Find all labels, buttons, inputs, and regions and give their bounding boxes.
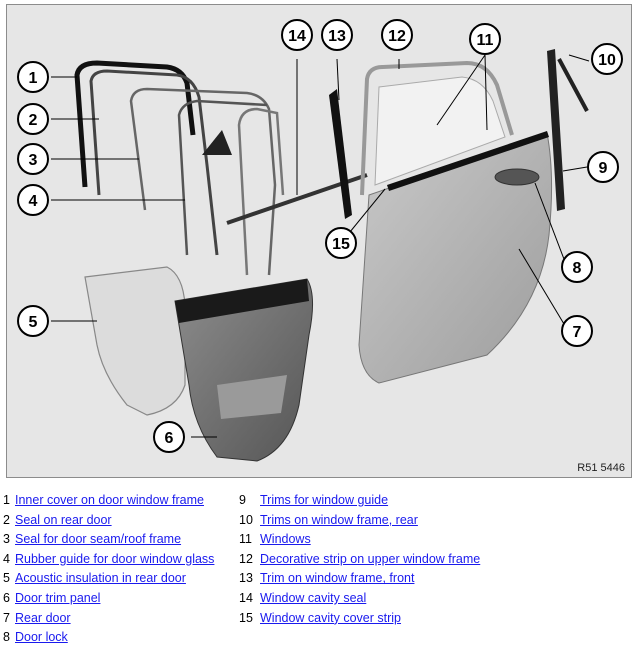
legend-number: 2 — [3, 512, 10, 527]
legend-item: 1 Inner cover on door window frame — [3, 491, 204, 511]
legend-number: 13 — [239, 571, 253, 586]
legend-item: 13 Trim on window frame, front — [239, 569, 414, 589]
legend-item: 12 Decorative strip on upper window frame — [239, 550, 480, 570]
callout-14: 14 — [281, 19, 313, 51]
legend-number: 14 — [239, 591, 253, 605]
legend-link[interactable]: Door trim panel — [15, 591, 101, 605]
legend-number: 9 — [239, 493, 246, 507]
legend-link[interactable]: Seal on rear door — [15, 512, 112, 527]
callout-number: 12 — [388, 28, 406, 45]
legend-number: 11 — [239, 532, 252, 547]
legend-number: 12 — [239, 551, 253, 566]
legend-item: 5 Acoustic insulation in rear door — [3, 569, 186, 589]
window-cavity-cover-strip-part — [387, 131, 549, 191]
rear-frame-trims-part — [557, 58, 589, 112]
legend-item: 15 Window cavity cover strip — [239, 609, 401, 629]
callout-number: 2 — [29, 112, 38, 129]
callout-10: 10 — [591, 43, 623, 75]
callout-number: 4 — [29, 193, 38, 210]
callout-number: 15 — [332, 236, 350, 253]
legend-item: 11 Windows — [239, 530, 311, 550]
callout-8: 8 — [561, 251, 593, 283]
callout-number: 14 — [288, 28, 306, 45]
legend-number: 4 — [3, 551, 10, 566]
window-guide-trims-part — [547, 49, 565, 211]
legend-link[interactable]: Trim on window frame, front — [260, 571, 415, 586]
legend-number: 7 — [3, 610, 10, 625]
legend-link[interactable]: Windows — [260, 532, 311, 547]
legend-link[interactable]: Inner cover on door window frame — [15, 493, 204, 507]
legend-item: 4 Rubber guide for door window glass — [3, 550, 214, 570]
callout-number: 6 — [165, 430, 174, 447]
callout-12: 12 — [381, 19, 413, 51]
legend-number: 1 — [3, 493, 10, 507]
legend-number: 3 — [3, 532, 10, 547]
rear-door-seal-part — [89, 69, 219, 256]
legend-link[interactable]: Rear door — [15, 610, 71, 625]
callout-13: 13 — [321, 19, 353, 51]
callout-number: 8 — [573, 260, 582, 277]
legend-link[interactable]: Acoustic insulation in rear door — [15, 571, 186, 586]
callout-15: 15 — [325, 227, 357, 259]
legend-item: 14 Window cavity seal — [239, 589, 366, 609]
legend-number: 5 — [3, 571, 10, 586]
legend-link[interactable]: Seal for door seam/roof frame — [15, 532, 182, 547]
legend-link[interactable]: Trims on window frame, rear — [260, 512, 418, 527]
callout-number: 1 — [29, 70, 38, 87]
callout-number: 7 — [573, 324, 582, 341]
reference-code: R51 5446 — [577, 462, 625, 474]
callout-3: 3 — [17, 143, 49, 175]
callout-number: 9 — [599, 160, 608, 177]
callout-7: 7 — [561, 315, 593, 347]
legend-link[interactable]: Trims for window guide — [260, 493, 389, 507]
legend-link[interactable]: Window cavity seal — [260, 591, 367, 605]
callout-6: 6 — [153, 421, 185, 453]
window-glass-part — [374, 76, 506, 186]
rear-door-part — [358, 132, 553, 384]
legend-link[interactable]: Decorative strip on upper window frame — [260, 551, 481, 566]
legend-number: 15 — [239, 610, 253, 625]
legend-link[interactable]: Window cavity cover strip — [260, 610, 402, 625]
legend-item: 8 Door lock — [3, 628, 68, 648]
callout-number: 3 — [29, 152, 38, 169]
legend-number: 6 — [3, 591, 10, 605]
legend-item: 9 Trims for window guide — [239, 491, 388, 511]
door-window-frame-part — [360, 60, 514, 196]
callout-9: 9 — [587, 151, 619, 183]
callout-2: 2 — [17, 103, 49, 135]
callout-11: 11 — [469, 23, 501, 55]
trim-front-part — [329, 89, 352, 219]
callout-number: 10 — [598, 52, 616, 69]
callout-5: 5 — [17, 305, 49, 337]
callout-4: 4 — [17, 184, 49, 216]
legend-item: 7 Rear door — [3, 609, 71, 629]
legend-item: 10 Trims on window frame, rear — [239, 511, 418, 531]
door-lock-handle-part — [494, 168, 540, 186]
callout-number: 11 — [477, 32, 494, 49]
legend-number: 8 — [3, 630, 10, 645]
legend-number: 10 — [239, 512, 253, 527]
legend-item: 2 Seal on rear door — [3, 511, 112, 531]
legend-link[interactable]: Door lock — [15, 630, 68, 645]
acoustic-insulation-part — [84, 266, 186, 416]
callout-number: 13 — [328, 28, 346, 45]
seam-seal-part — [129, 87, 277, 276]
legend-link[interactable]: Rubber guide for door window glass — [15, 551, 215, 566]
callout-1: 1 — [17, 61, 49, 93]
legend-item: 3 Seal for door seam/roof frame — [3, 530, 181, 550]
door-trim-panel-part — [174, 278, 313, 462]
callout-number: 5 — [29, 314, 38, 331]
rubber-guide-part — [177, 99, 268, 256]
legend-item: 6 Door trim panel — [3, 589, 100, 609]
